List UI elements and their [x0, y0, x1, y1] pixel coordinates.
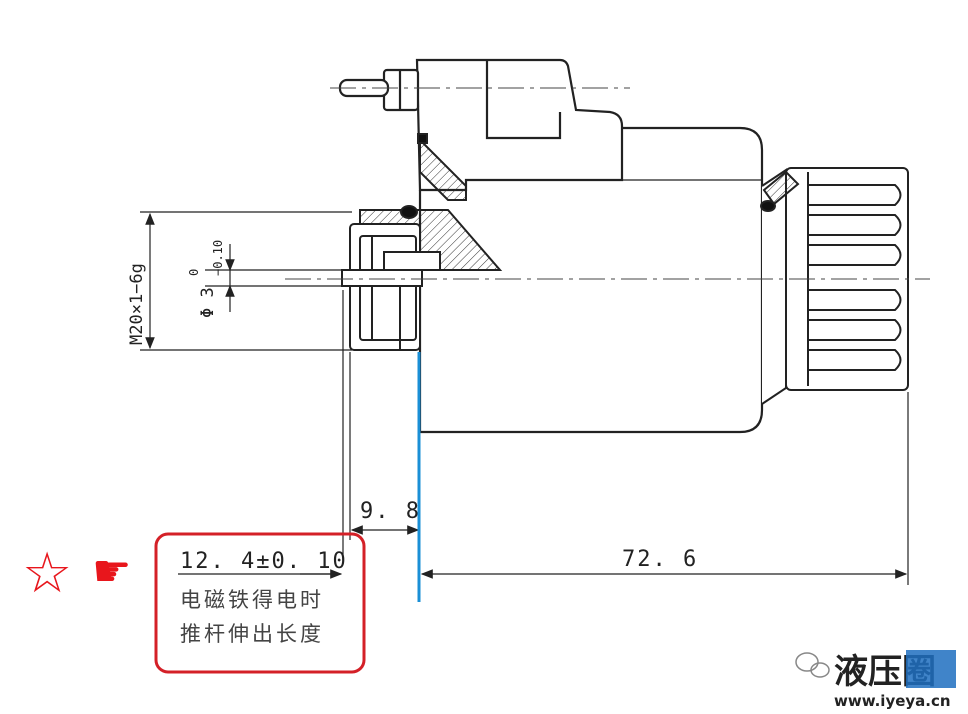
- highlight-box: [154, 532, 366, 674]
- knurled-nut: [760, 167, 909, 405]
- annotation-line2: 推杆伸出长度: [180, 622, 324, 646]
- offset-label: 9. 8: [360, 499, 421, 524]
- rod-tol-upper: 0: [187, 269, 201, 276]
- rod-tol-lower: −0.10: [211, 240, 225, 276]
- thread-label: M20×1−6g: [127, 263, 147, 345]
- annotation-line1: 电磁铁得电时: [180, 588, 324, 612]
- pointing-hand-icon: ☛: [92, 546, 131, 597]
- offset-dimension: [342, 290, 420, 560]
- wechat-icon: [795, 652, 830, 678]
- star-icon: ☆: [22, 541, 72, 606]
- rod-diameter-label: Φ 3: [198, 287, 218, 318]
- watermark: 液压圈 www.iyeya.cn: [795, 650, 956, 710]
- overall-label: 72. 6: [622, 547, 698, 572]
- watermark-url: www.iyeya.cn: [834, 692, 951, 710]
- connector-plug: [338, 58, 624, 192]
- push-rod: [341, 269, 423, 287]
- extension-label: 12. 4±0. 10: [180, 549, 348, 574]
- overall-dimension: [420, 392, 909, 585]
- thread-dimension: [140, 211, 352, 351]
- rod-diameter-dimension: [205, 244, 342, 312]
